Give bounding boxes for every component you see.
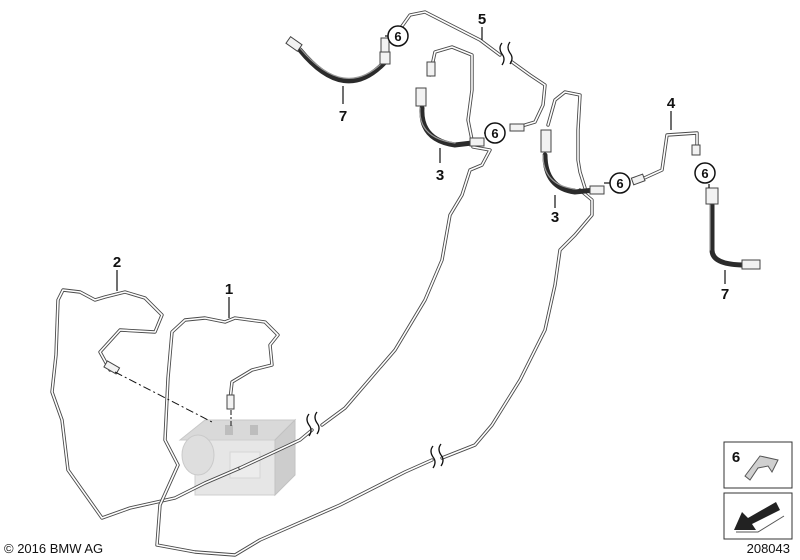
hydraulic-unit[interactable] bbox=[178, 418, 297, 497]
brake-hose-7-left[interactable] bbox=[285, 36, 391, 84]
pipe-break-symbol bbox=[499, 41, 513, 66]
inset-arrow-symbol bbox=[723, 492, 793, 540]
callout-circle-6-right: 6 bbox=[694, 162, 716, 184]
svg-text:6: 6 bbox=[616, 176, 623, 191]
pipe-break-symbol bbox=[306, 411, 320, 437]
callout-7-right: 7 bbox=[721, 286, 729, 303]
svg-text:6: 6 bbox=[701, 166, 708, 181]
brake-pipe-5[interactable] bbox=[393, 10, 547, 132]
callout-7-left: 7 bbox=[339, 108, 347, 125]
brake-hose-7-right[interactable] bbox=[705, 187, 761, 270]
brake-pipe-front-right[interactable] bbox=[440, 188, 594, 460]
callout-3-upper: 3 bbox=[436, 167, 444, 184]
svg-text:6: 6 bbox=[394, 29, 401, 44]
brake-pipe-loop-lower[interactable] bbox=[546, 90, 587, 190]
brake-pipe-2[interactable] bbox=[50, 288, 242, 520]
callout-circle-6-lower-mid: 6 bbox=[609, 172, 631, 194]
svg-text:6: 6 bbox=[491, 126, 498, 141]
diagram-number: 208043 bbox=[747, 541, 790, 556]
callout-4: 4 bbox=[667, 95, 676, 112]
brake-pipe-front-left[interactable] bbox=[238, 145, 492, 470]
callout-circle-6-top: 6 bbox=[387, 25, 409, 47]
pipe-break-symbol bbox=[430, 443, 444, 469]
brake-pipe-4[interactable] bbox=[630, 131, 701, 186]
callout-1: 1 bbox=[225, 281, 233, 298]
callout-2: 2 bbox=[113, 254, 121, 271]
callout-5: 5 bbox=[478, 11, 486, 28]
copyright-text: © 2016 BMW AG bbox=[4, 541, 103, 556]
brake-hose-3-lower[interactable] bbox=[540, 129, 605, 195]
callout-3-lower: 3 bbox=[551, 209, 559, 226]
brake-pipe-loop-upper[interactable] bbox=[426, 45, 482, 144]
inset-part-6[interactable]: 6 bbox=[723, 441, 793, 489]
inset-callout-6: 6 bbox=[732, 449, 740, 466]
assembly-line-2 bbox=[114, 371, 213, 423]
callout-circle-6-upper-mid: 6 bbox=[484, 122, 506, 144]
brake-hose-3-upper[interactable] bbox=[415, 87, 485, 148]
brake-pipe-1[interactable] bbox=[155, 316, 434, 557]
